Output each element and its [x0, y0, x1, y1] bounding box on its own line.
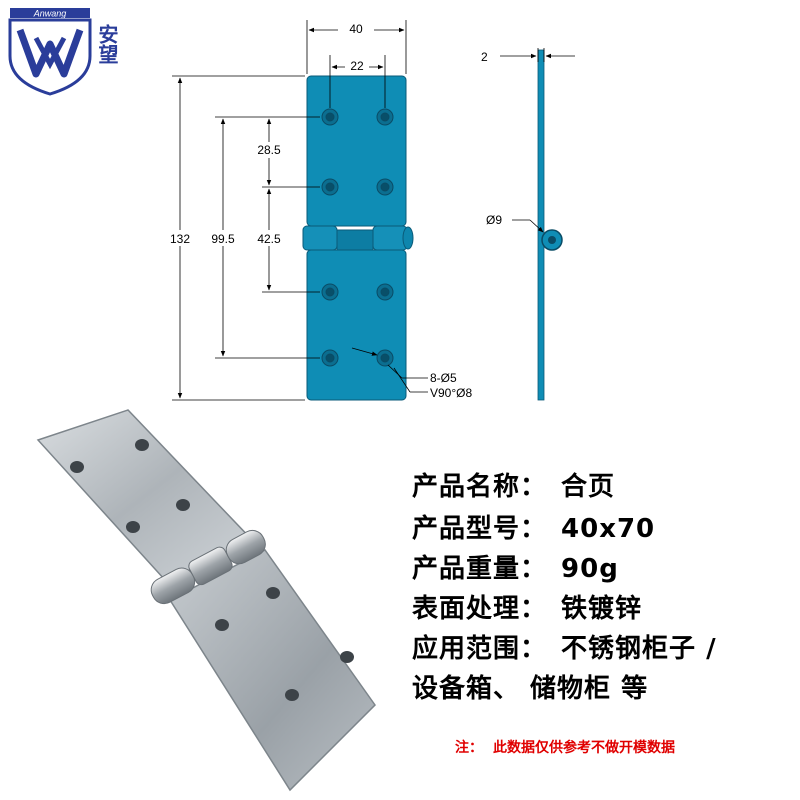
dim-hole-spacing: 22	[350, 59, 364, 73]
spec-value: 90g	[561, 554, 619, 584]
side-view	[537, 49, 563, 401]
spec-row-weight: 产品重量： 90g	[412, 548, 619, 585]
spec-value: 合页	[561, 472, 616, 502]
spec-label: 表面处理：	[412, 594, 548, 624]
dim-thickness: 2	[481, 50, 488, 64]
brand-logo: Anwang 安望	[8, 8, 119, 96]
spec-row-application: 应用范围： 不锈钢柜子 /	[412, 628, 717, 665]
callout-countersink: V90°Ø8	[430, 386, 472, 400]
dim-inner-holes: 42.5	[257, 232, 281, 246]
spec-value: 铁镀锌	[561, 594, 643, 624]
spec-row-name: 产品名称： 合页	[412, 466, 615, 503]
logo-brand-text: Anwang	[33, 9, 67, 19]
dim-row-spacing: 28.5	[257, 143, 281, 157]
hinge-knuckle	[302, 225, 414, 251]
spec-value: 设备箱、 储物柜 等	[412, 674, 649, 704]
spec-row-application-cont: 设备箱、 储物柜 等	[412, 668, 648, 705]
note-text: 此数据仅供参考不做开模数据	[493, 740, 675, 756]
spec-label: 产品重量：	[412, 554, 548, 584]
technical-drawing: 40 22 132 99.5 28.5 42.5 8-Ø5 V90°Ø8 2 Ø…	[168, 20, 575, 401]
dim-width: 40	[349, 22, 363, 36]
spec-value: 不锈钢柜子 /	[561, 634, 717, 664]
product-photo	[36, 409, 376, 792]
spec-row-model: 产品型号： 40x70	[412, 508, 655, 545]
spec-row-finish: 表面处理： 铁镀锌	[412, 588, 642, 625]
callout-holes: 8-Ø5	[430, 371, 457, 385]
hinge-plate-top	[306, 75, 407, 227]
disclaimer-note: 注： 此数据仅供参考不做开模数据	[455, 737, 675, 757]
spec-value: 40x70	[561, 514, 656, 544]
hinge-plate-bottom	[306, 249, 407, 401]
spec-label: 产品名称：	[412, 472, 548, 502]
note-label: 注：	[455, 740, 483, 756]
dim-total-length: 132	[170, 232, 190, 246]
dim-pin: Ø9	[486, 213, 502, 227]
spec-label: 产品型号：	[412, 514, 548, 544]
logo-chinese-text: 安望	[95, 23, 119, 64]
spec-label: 应用范围：	[412, 634, 548, 664]
mounting-holes	[321, 108, 394, 367]
dim-outer-holes: 99.5	[211, 232, 235, 246]
